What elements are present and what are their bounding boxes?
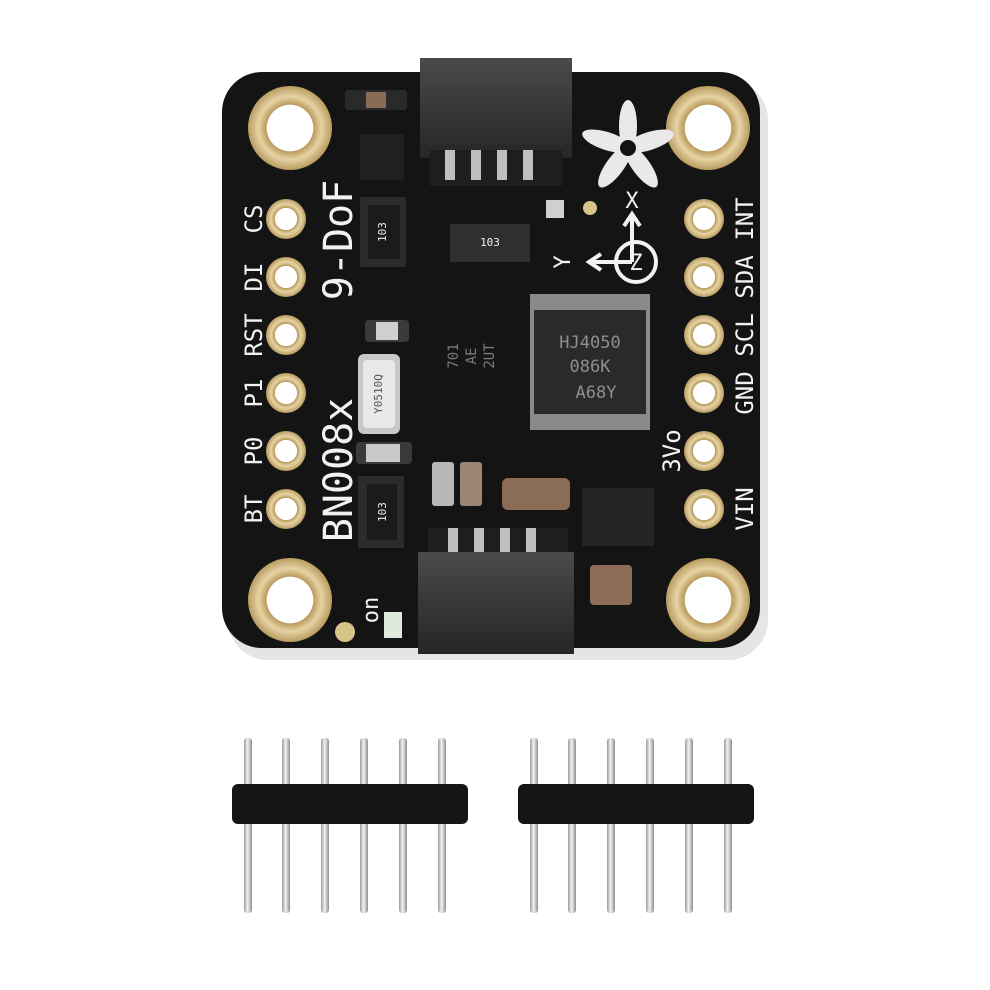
pin-label-p1: P1 xyxy=(240,379,268,408)
crystal-label: Y0510Q xyxy=(372,374,385,414)
svg-text:2UT: 2UT xyxy=(482,343,498,369)
pin-label-cs: CS xyxy=(240,205,268,234)
svg-text:086K: 086K xyxy=(570,357,612,377)
board-title-main: BN008x xyxy=(316,398,362,543)
axis-label-y: Y xyxy=(551,255,576,268)
header-strip-right xyxy=(518,738,754,913)
board-title-sub: 9-DoF xyxy=(316,180,362,300)
level-shifter-chip: HJ4050 086K A68Y xyxy=(530,294,650,430)
axis-label-z: Z xyxy=(629,251,642,276)
pin-label-gnd: GND xyxy=(731,371,759,414)
led-label: on xyxy=(359,597,384,624)
right-pin-labels: INT SDA SCL GND 3Vo VIN xyxy=(658,197,759,530)
pin-label-p0: P0 xyxy=(240,437,268,466)
resistor-labels: 103 103 103 xyxy=(376,222,500,522)
resistor-bottom-label: 103 xyxy=(376,502,389,522)
left-pin-labels: CS DI RST P1 P0 BT xyxy=(240,205,268,524)
orientation-axes xyxy=(585,210,658,284)
resistor-top-label: 103 xyxy=(376,222,389,242)
mounting-hole-bottom-left xyxy=(248,558,332,642)
mounting-hole-bottom-right xyxy=(666,558,750,642)
pin-label-scl: SCL xyxy=(731,313,759,356)
axis-label-x: X xyxy=(625,189,639,214)
board-title: BN008x 9-DoF xyxy=(316,180,362,542)
stemma-connector-top xyxy=(420,58,572,186)
axis-labels: X Y Z xyxy=(551,189,643,276)
left-pin-holes xyxy=(266,199,306,529)
adafruit-flower-logo xyxy=(582,100,674,188)
pin-label-int: INT xyxy=(731,197,759,240)
resistor-mid-label: 103 xyxy=(480,236,500,249)
imu-chip: 701 AE 2UT xyxy=(430,298,526,420)
pin-label-bt: BT xyxy=(240,495,268,524)
header-strip-left xyxy=(232,738,468,913)
pin-label-di: DI xyxy=(240,263,268,292)
stemma-connector-bottom xyxy=(418,528,574,654)
smd-components xyxy=(335,90,654,642)
mounting-hole-top-right xyxy=(666,86,750,170)
svg-text:A68Y: A68Y xyxy=(576,383,617,403)
mounting-holes xyxy=(248,86,750,642)
pin-label-3vo: 3Vo xyxy=(658,429,686,472)
pin-label-rst: RST xyxy=(240,313,268,356)
pin-label-vin: VIN xyxy=(731,487,759,530)
mounting-hole-top-left xyxy=(248,86,332,170)
right-pin-holes xyxy=(684,199,724,529)
svg-text:AE: AE xyxy=(464,348,480,365)
svg-text:HJ4050: HJ4050 xyxy=(559,333,620,353)
pin-label-sda: SDA xyxy=(731,255,759,299)
svg-text:701: 701 xyxy=(446,343,462,368)
